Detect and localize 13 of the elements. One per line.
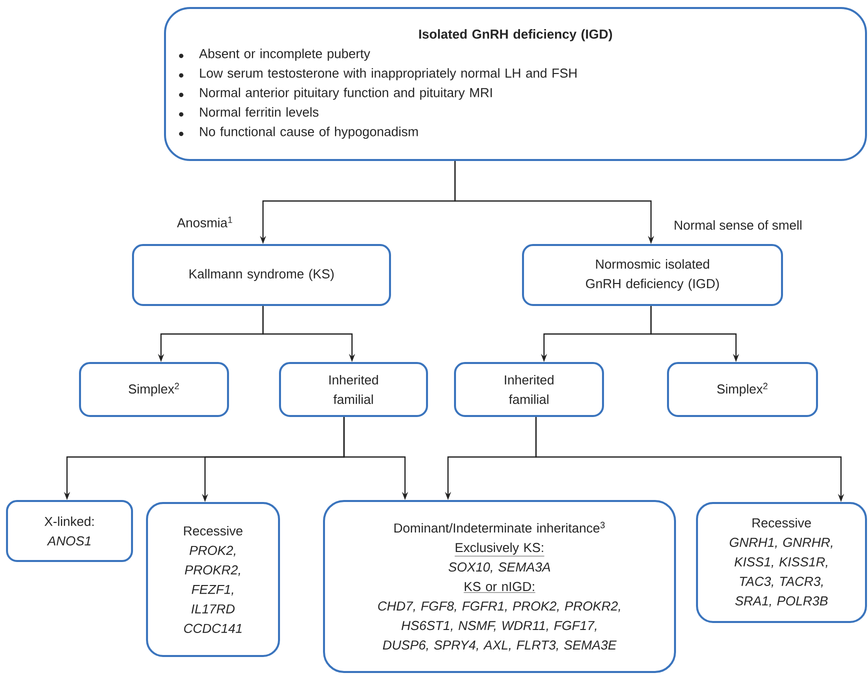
box: Dominant/Indeterminate inheritance$^{3}$ Exclusively KS: SOX10, SEMA3A KS or nIGD: CHD7, FGF8, FGFR1, PROK2, PROKR2, HS6ST1, NSMF, WDR11, FGF17, DUSP6, SPRY4, AXL, FLRT3, SEMA3E	[323, 500, 676, 673]
edge-label: Anosmia$^{1}$	[174, 214, 236, 230]
box: Inherited familial	[279, 362, 428, 417]
box: Recessive PROK2, PROKR2, FEZF1, IL17RD CCDC141	[146, 502, 280, 657]
box: Simplex$^{2}$	[667, 362, 818, 417]
box: Simplex$^{2}$	[79, 362, 229, 417]
edge-label: Normal sense of smell	[672, 218, 804, 232]
box: X-linked: ANOS1	[6, 500, 133, 562]
box: Inherited familial	[454, 362, 604, 417]
box: Isolated GnRH deficiency (IGD) Absent or incomplete puberty Low serum testosterone with inappropriately normal LH and FSH Normal anterior pituitary function and pituitary MRI Normal ferritin levels No functional cause of hypogonadism	[164, 7, 867, 161]
box: Recessive GNRH1, GNRHR, KISS1, KISS1R, TAC3, TACR3, SRA1, POLR3B	[696, 502, 867, 623]
box: Normosmic isolated GnRH deficiency (IGD)	[522, 244, 783, 306]
box: Kallmann syndrome (KS)	[132, 244, 391, 306]
